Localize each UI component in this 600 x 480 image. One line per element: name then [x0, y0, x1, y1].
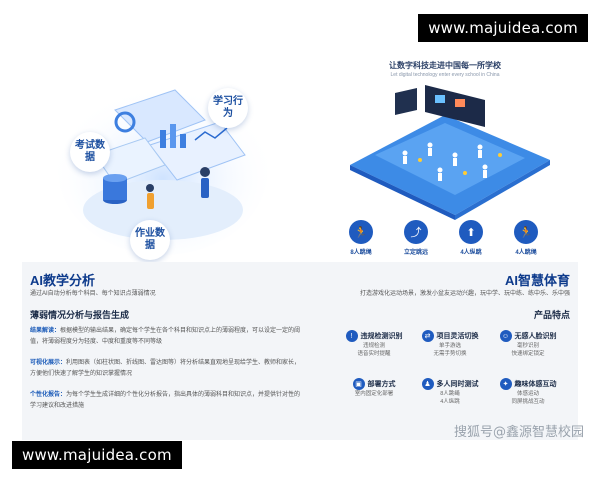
sport-item-4-rope: 🏃 4人跳绳: [500, 220, 552, 256]
group-icon: ♟: [421, 378, 434, 390]
jump-rope-icon: 🏃: [514, 220, 538, 244]
feature-desc: 毫秒识别: [516, 343, 539, 349]
deploy-icon: ▣: [352, 378, 365, 390]
feature-desc: 4人纵跳: [440, 399, 460, 405]
feature-project-switch: ⇄项目灵活切换 单手游选 无需手势切换: [414, 330, 486, 358]
para-label: 可视化展示：: [30, 360, 67, 366]
para-text: 为每个学生生成详细的个性化分析报告，指出具体的薄弱科目和知识点，并提供针对性的学…: [30, 392, 301, 409]
para-label: 结果解读：: [30, 328, 61, 334]
face-icon: ☺: [499, 330, 512, 342]
watermark-bottom: www.majuidea.com: [12, 441, 182, 469]
ai-teaching-title: AI教学分析: [30, 273, 96, 288]
sport-item-long-jump: ⤴ 立定跳远: [390, 220, 442, 256]
feature-motion-interaction: ✦趣味体感互动 体感运动 同屏挑战互动: [492, 378, 564, 406]
jump-rope-icon: 🏃: [349, 220, 373, 244]
feature-multi-person: ♟多人同时测试 8人跳绳 4人纵跳: [414, 378, 486, 406]
warning-icon: !: [345, 330, 358, 342]
weakness-section-title: 薄弱情况分析与报告生成: [30, 310, 130, 320]
feature-title: 违规检测识别: [360, 333, 403, 340]
sport-item-8-rope: 🏃 8人跳绳: [335, 220, 387, 256]
watermark-top: www.majuidea.com: [418, 14, 588, 42]
analytics-illustration: [58, 85, 268, 255]
source-watermark: 搜狐号@鑫源智慧校园: [453, 425, 584, 440]
ai-sports-subtitle: 打造游戏化运动场景，激发小盆友运动兴趣，玩中学、玩中练、练中乐、乐中强: [359, 291, 570, 297]
features-section-title: 产品特点: [533, 310, 570, 320]
feature-deployment: ▣部署方式 室内固定化部署: [338, 378, 410, 398]
info-panel: [22, 262, 578, 440]
feature-desc: 单手游选: [438, 343, 461, 349]
exam-data-label: 考试数据: [75, 140, 105, 163]
sport-item-vertical-jump: ⬆ 4人纵跳: [445, 220, 497, 256]
feature-desc: 室内固定化部署: [354, 391, 394, 397]
slogan: 让数字科技走进中国每一所学校: [389, 61, 501, 70]
sport-label: 立定跳远: [403, 250, 428, 256]
sport-label: 8人跳绳: [350, 250, 372, 256]
feature-title: 无感人脸识别: [514, 333, 557, 340]
feature-desc: 违规检测: [362, 343, 385, 349]
vertical-jump-icon: ⬆: [459, 220, 483, 244]
result-interpretation: 结果解读：根据模型的输出结果，确定每个学生在各个科目和知识点上的薄弱程度，可以设…: [30, 326, 302, 348]
personal-report: 个性化报告：为每个学生生成详细的个性化分析报告，指出具体的薄弱科目和知识点，并提…: [30, 390, 302, 412]
sport-label: 4人纵跳: [460, 250, 482, 256]
feature-face-recognition: ☺无感人脸识别 毫秒识别 快速绑定锁定: [492, 330, 564, 358]
homework-data-label: 作业数据: [135, 228, 165, 251]
feature-title: 项目灵活切换: [436, 333, 479, 340]
long-jump-icon: ⤴: [404, 220, 428, 244]
feature-title: 部署方式: [367, 381, 396, 388]
motion-icon: ✦: [499, 378, 512, 390]
learning-behavior-bubble: 学习行为: [208, 88, 248, 128]
feature-desc: 8人跳绳: [440, 391, 460, 397]
learning-behavior-label: 学习行为: [213, 96, 243, 119]
feature-title: 趣味体感互动: [514, 381, 557, 388]
slogan-en: Let digital technology enter every schoo…: [390, 72, 500, 78]
para-text: 利用图表（如柱状图、折线图、雷达图等）将分析结果直观地呈现给学生、教师和家长，方…: [30, 360, 301, 377]
feature-desc: 快速绑定锁定: [511, 351, 545, 357]
feature-desc: 无需手势切换: [433, 351, 467, 357]
switch-icon: ⇄: [421, 330, 434, 342]
ai-teaching-subtitle: 通过AI自动分析每个科目、每个知识点薄弱情况: [30, 291, 156, 297]
sport-label: 4人跳绳: [515, 250, 537, 256]
homework-data-bubble: 作业数据: [130, 220, 170, 260]
feature-desc: 语音实时提醒: [357, 351, 391, 357]
visual-display: 可视化展示：利用图表（如柱状图、折线图、雷达图等）将分析结果直观地呈现给学生、教…: [30, 358, 302, 380]
feature-violation-detection: !违规检测识别 违规检测 语音实时提醒: [338, 330, 410, 358]
feature-desc: 同屏挑战互动: [511, 399, 545, 405]
para-text: 根据模型的输出结果，确定每个学生在各个科目和知识点上的薄弱程度，可以设定一定的阈…: [30, 328, 301, 345]
gym-illustration: [350, 85, 550, 220]
feature-desc: 体感运动: [516, 391, 539, 397]
ai-sports-title: AI智慧体育: [504, 273, 570, 288]
feature-title: 多人同时测试: [436, 381, 479, 388]
exam-data-bubble: 考试数据: [70, 132, 110, 172]
para-label: 个性化报告：: [30, 392, 67, 398]
